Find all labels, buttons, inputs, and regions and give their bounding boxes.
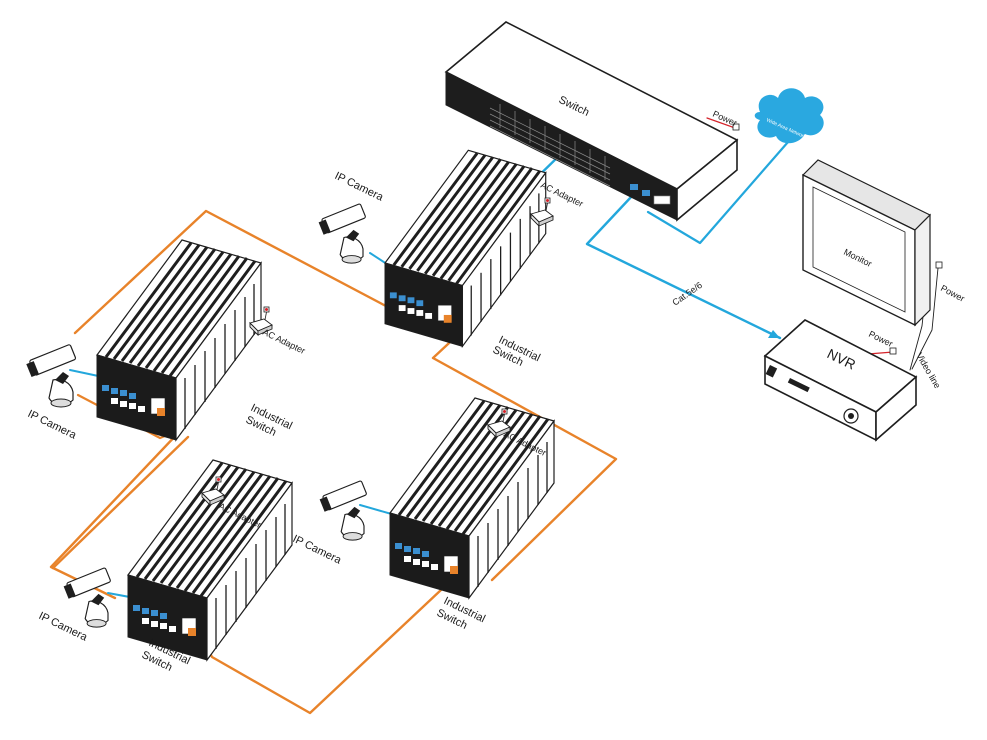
power-outlet-icon bbox=[732, 123, 740, 131]
camera-icon bbox=[319, 479, 368, 541]
industrial-switch-top: Industrial Switch bbox=[383, 148, 548, 369]
monitor-power-label: Power bbox=[939, 283, 966, 304]
power-outlet-icon bbox=[889, 347, 897, 355]
switch-power-cord bbox=[706, 117, 736, 129]
main-switch: Switch Power bbox=[444, 21, 740, 222]
nvr: NVR Power Video line bbox=[763, 319, 943, 442]
cat-cable-arrow bbox=[768, 330, 780, 338]
cloud-icon: Wide Area Network bbox=[754, 88, 824, 144]
cat-cable-label: Cat.5e/6 bbox=[670, 280, 704, 308]
industrial-switch-left: Industrial Switch bbox=[95, 238, 294, 442]
switch-power-label: Power bbox=[711, 109, 738, 129]
ip-camera-top-label: IP Camera bbox=[333, 170, 386, 204]
power-outlet-icon bbox=[935, 261, 943, 269]
industrial-switch-bottom-right: Industrial Switch bbox=[388, 396, 556, 632]
video-line-label: Video line bbox=[914, 351, 942, 390]
camera-icon bbox=[318, 202, 367, 264]
ip-camera-left: IP Camera bbox=[25, 343, 79, 442]
switch-power: Power bbox=[711, 109, 740, 131]
uplink-cable-cloud bbox=[646, 140, 790, 245]
uplink-cable-nvr bbox=[585, 194, 782, 340]
ring-cable-center bbox=[51, 435, 190, 570]
monitor: Monitor Power bbox=[801, 159, 966, 327]
ip-camera-top: IP Camera bbox=[318, 170, 386, 264]
ip-camera-bottom-right-label: IP Camera bbox=[291, 533, 344, 567]
monitor-power-cord bbox=[911, 267, 939, 370]
nvr-power-label: Power bbox=[867, 329, 894, 349]
ip-camera-bottom-left-label: IP Camera bbox=[37, 610, 90, 644]
camera-icon bbox=[25, 343, 77, 408]
ac-adapter-left-label: AC Adapter bbox=[261, 327, 307, 356]
ip-camera-left-label: IP Camera bbox=[26, 408, 79, 442]
ip-camera-bottom-right: IP Camera bbox=[291, 479, 368, 567]
